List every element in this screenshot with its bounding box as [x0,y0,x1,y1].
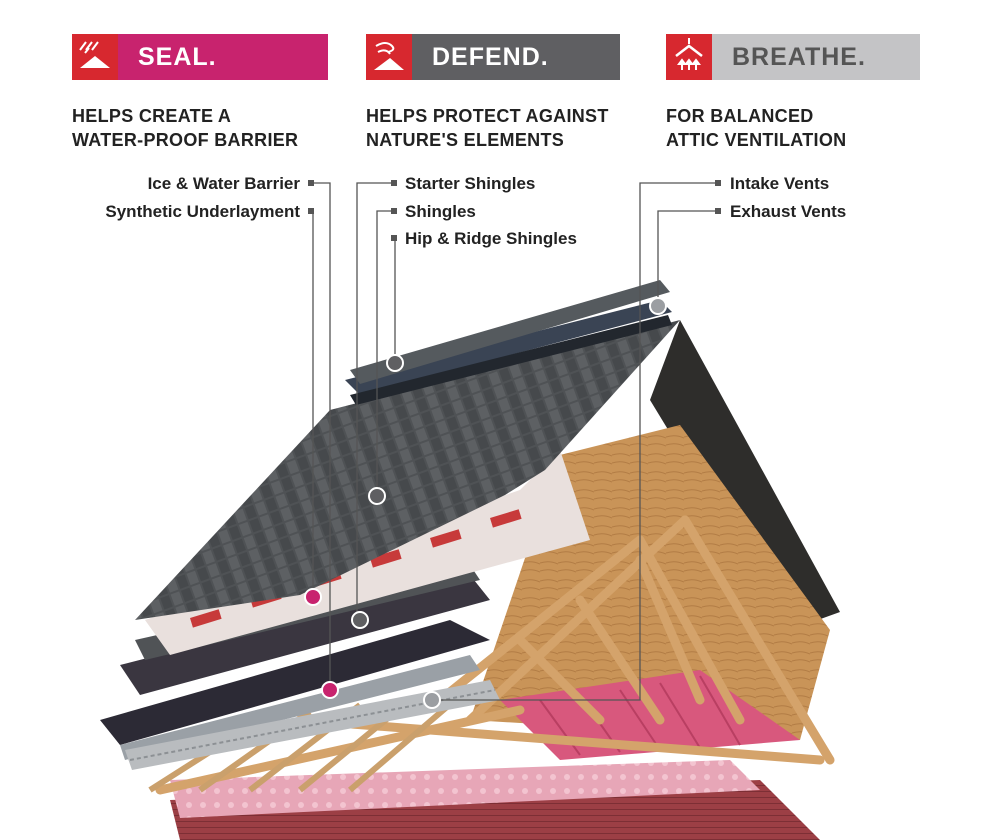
synthetic-underlayment-marker [321,681,339,699]
label-ice-water-barrier: Ice & Water Barrier [147,174,300,193]
synthetic-underlayment-layer [100,620,490,745]
shingle-field [135,320,680,620]
defend-subtitle-line1: HELPS PROTECT AGAINST [366,106,609,126]
roof-trusses [155,515,835,795]
wind-roof-icon [366,34,412,80]
label-hip-ridge-shingles: Hip & Ridge Shingles [405,229,577,248]
ridge-vent [345,300,672,405]
shingles-marker [368,487,386,505]
breathe-subtitle-line1: FOR BALANCED [666,106,814,126]
rain-on-roof-icon [72,34,118,80]
starter-shingles-marker [351,611,369,629]
breathe-subtitle-line2: ATTIC VENTILATION [666,130,847,150]
defend-title: DEFEND. [412,34,620,80]
label-intake-vents: Intake Vents [730,174,830,193]
breathe-subtitle: FOR BALANCED ATTIC VENTILATION [666,104,846,152]
hip-ridge-shingle [350,280,670,384]
hip-ridge-marker [386,354,404,372]
label-exhaust-vents: Exhaust Vents [730,202,847,221]
floor-insulation [170,760,760,818]
leader-end-squares [308,180,721,241]
seal-header: SEAL. [72,34,328,80]
leader-lines [312,182,718,701]
seal-subtitle: HELPS CREATE A WATER-PROOF BARRIER [72,104,298,152]
defend-subtitle: HELPS PROTECT AGAINST NATURE'S ELEMENTS [366,104,609,152]
exhaust-vents-marker [649,297,667,315]
breathe-title: BREATHE. [712,34,920,80]
seal-subtitle-line1: HELPS CREATE A [72,106,232,126]
breathe-header: BREATHE. [666,34,920,80]
ice-water-barrier-layer [120,575,490,695]
intake-vents-marker [423,691,441,709]
ice-water-marker [304,588,322,606]
seal-subtitle-line2: WATER-PROOF BARRIER [72,130,299,150]
defend-subtitle-line2: NATURE'S ELEMENTS [366,130,565,150]
label-synthetic-underlayment: Synthetic Underlayment [105,202,300,221]
defend-header: DEFEND. [366,34,620,80]
seal-title: SEAL. [118,34,328,80]
ventilation-arrows-icon [666,34,712,80]
label-starter-shingles: Starter Shingles [405,174,536,193]
dark-roof-underside [650,320,840,630]
label-shingles: Shingles [405,202,476,221]
